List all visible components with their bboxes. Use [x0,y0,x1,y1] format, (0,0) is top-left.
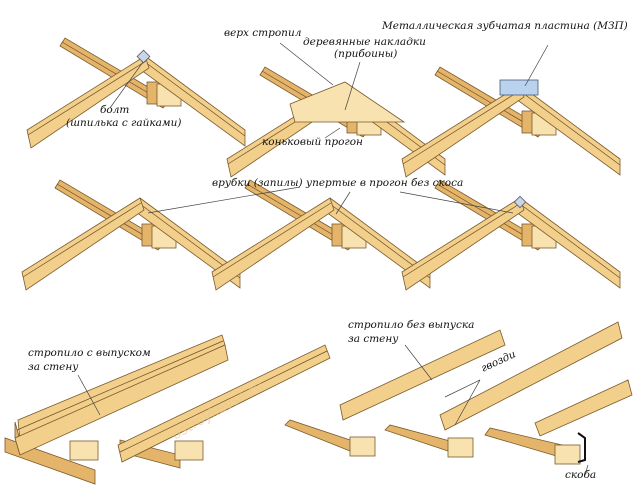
label-rafter-overhang-2: за стену [28,361,79,373]
label-rafter-no-overhang-2: за стену [348,333,399,345]
label-bolt-stud: (шпилька с гайками) [66,117,181,129]
rafter-without-overhang: стропило без выпуска за стену гвозди ско… [284,319,633,481]
wall-plate [174,440,204,461]
wall-plate [554,444,581,465]
rafter-with-overhang: ostroykevse.ru стропило с выпуском за ст… [4,334,331,485]
label-wood-plates: деревянные накладки [303,36,426,48]
wall-plate [69,440,99,461]
wood-plate [289,81,406,123]
joint-wood-plates: верх стропил деревянные накладки (прибои… [224,27,446,178]
label-rafter-overhang: стропило с выпуском [28,347,151,359]
watermark: ostroykevse.ru [169,378,266,443]
joint-metal-plate: Металлическая зубчатая пластина (МЗП) [381,20,628,178]
label-rafter-top: верх стропил [224,27,301,39]
label-metal-plate: Металлическая зубчатая пластина (МЗП) [381,20,628,32]
staple-icon [577,432,586,463]
label-ridge-purlin: коньковый прогон [262,136,363,148]
joint-notches: врубки (запилы) упертые в прогон без ско… [21,177,621,291]
label-rafter-no-overhang: стропило без выпуска [348,319,474,331]
joint-bolt: болт (шпилька с гайками) [26,37,246,149]
label-staple: скоба [565,469,596,481]
label-bolt: болт [100,104,129,116]
wall-plate [349,436,376,457]
label-notches: врубки (запилы) упертые в прогон без ско… [212,177,463,189]
label-wood-plates-2: (прибоины) [334,48,397,60]
bolt-icon [513,195,527,209]
wall-plate [447,437,474,458]
bolt-icon [136,49,151,64]
metal-plate-icon [499,79,539,96]
